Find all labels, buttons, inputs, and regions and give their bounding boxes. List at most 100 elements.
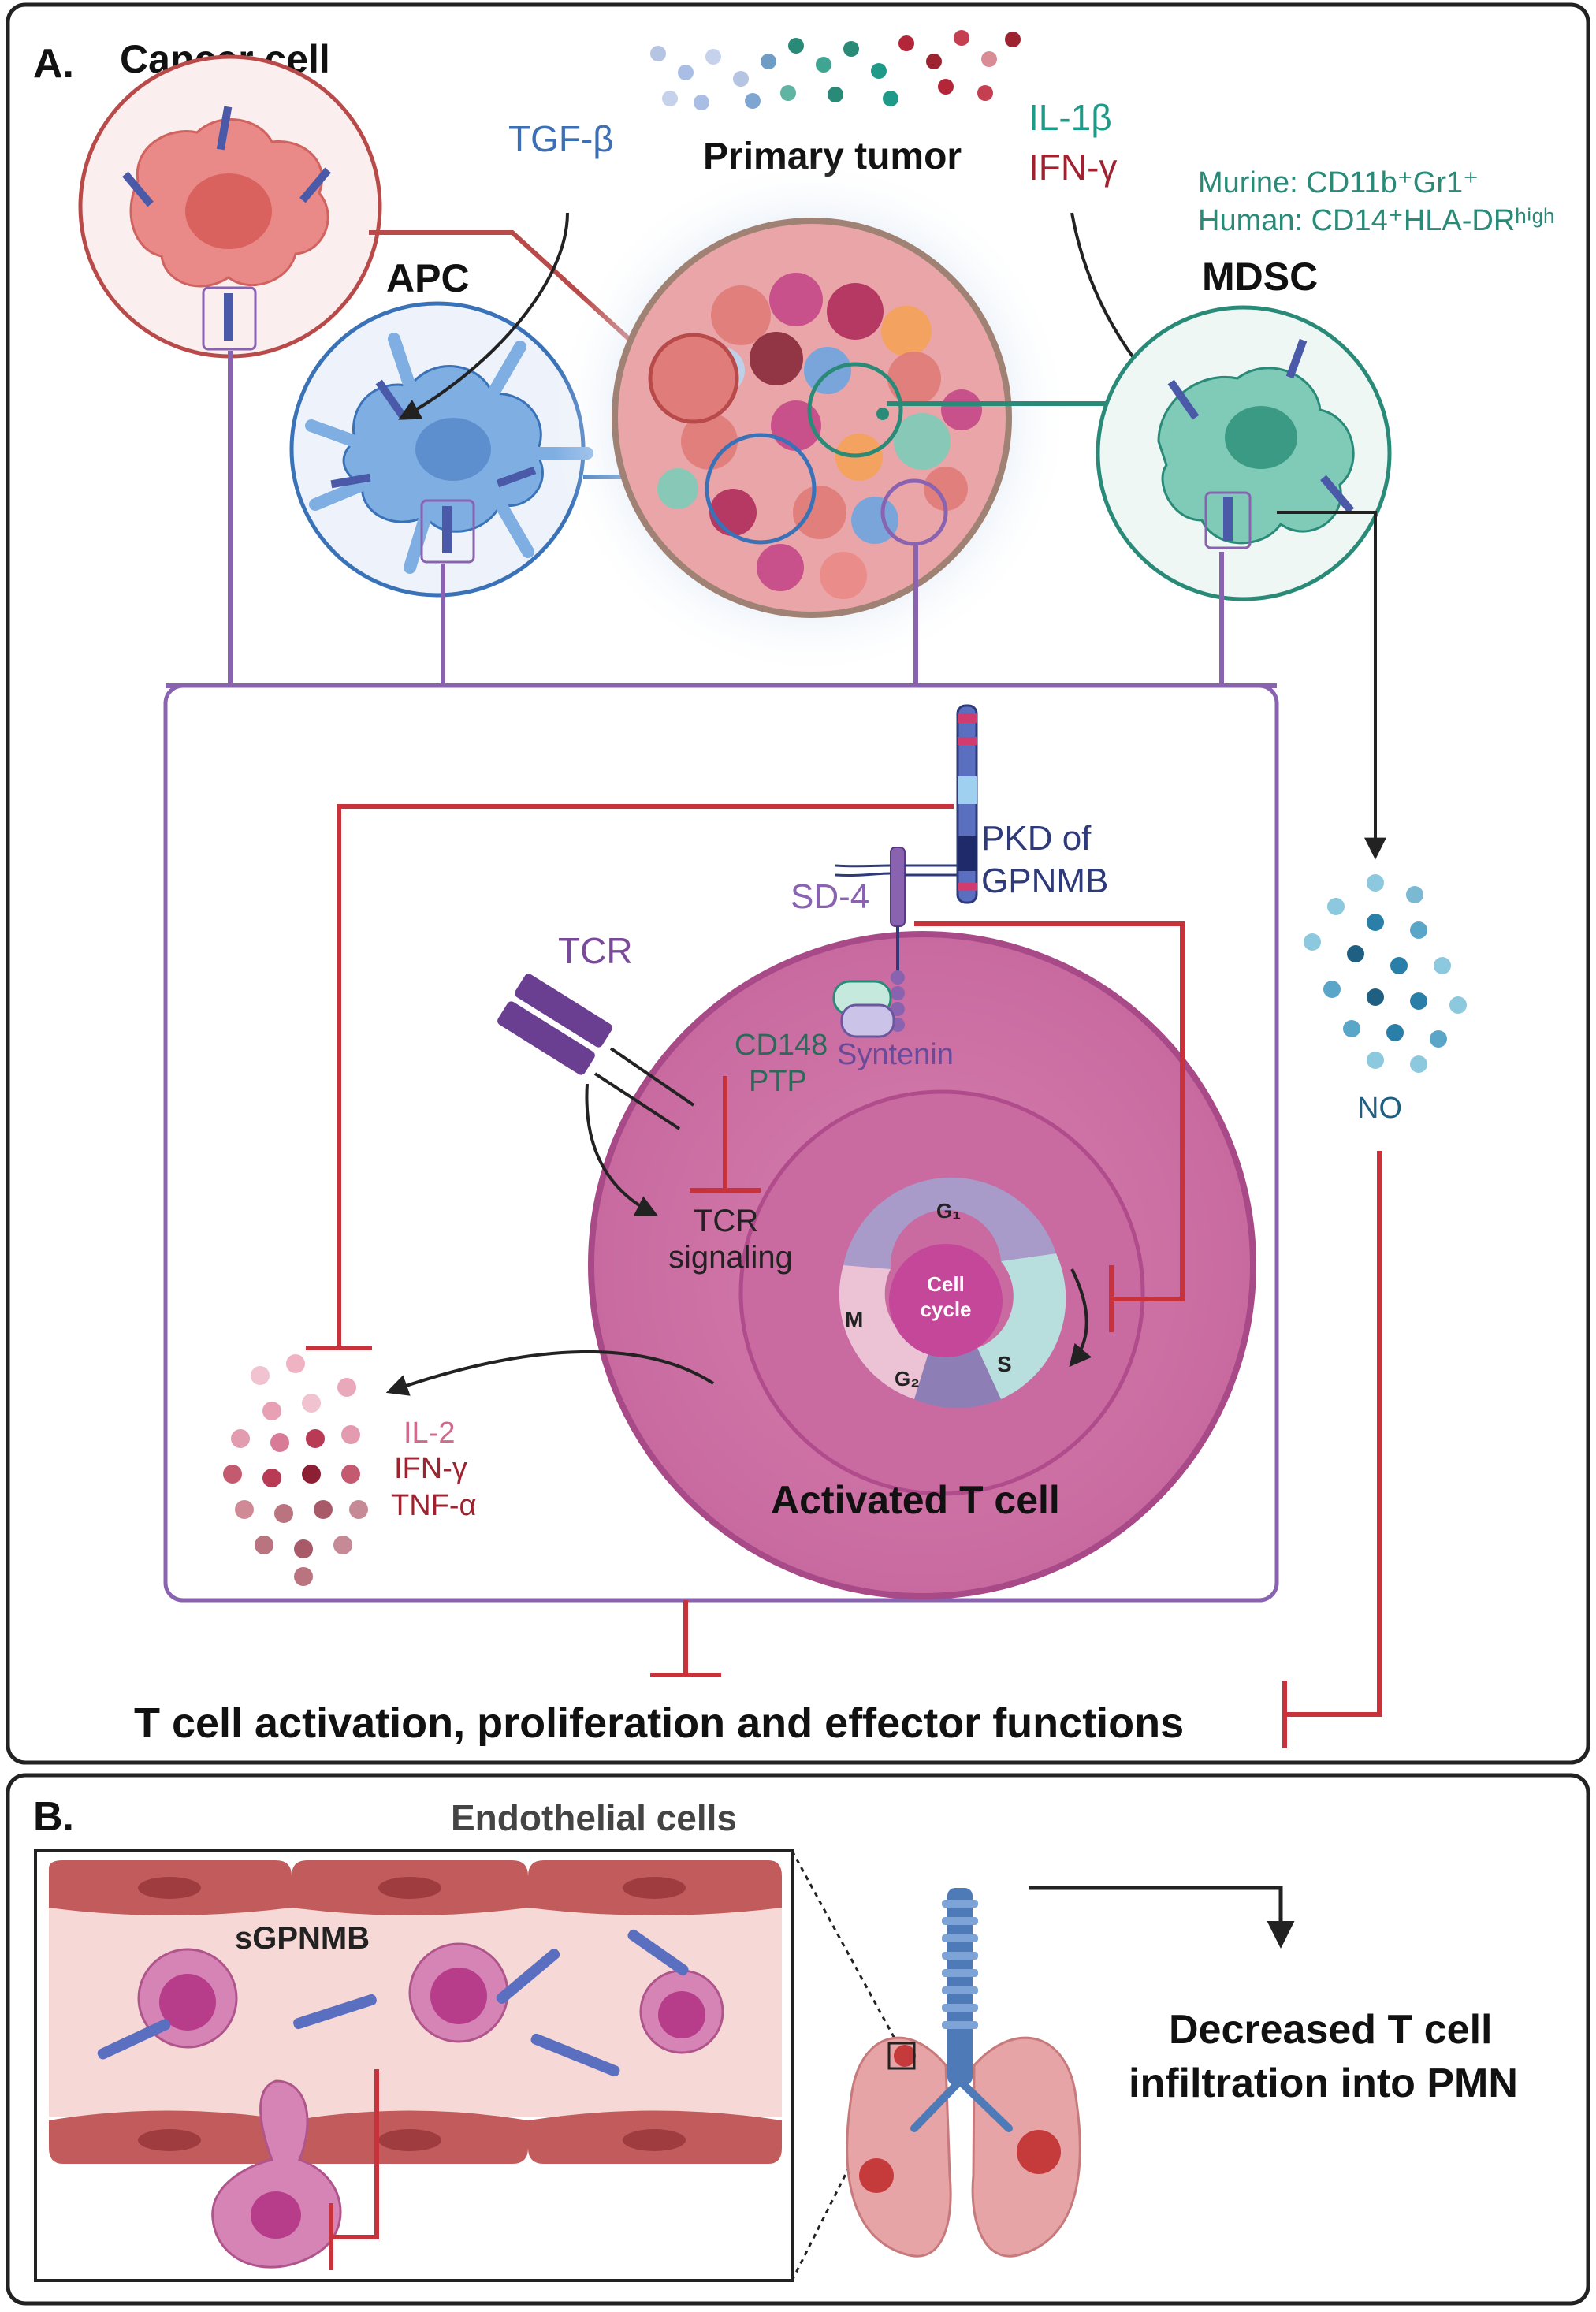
cytokine-release-arrow	[385, 1350, 715, 1396]
dot	[788, 38, 804, 54]
tcr-label: TCR	[558, 930, 633, 971]
dot	[262, 1469, 281, 1487]
ifng-low-label: IFN-γ	[394, 1452, 467, 1485]
dot	[251, 1366, 270, 1385]
soluble-gpnmb-fragments	[97, 1929, 689, 2077]
dot	[745, 93, 761, 109]
primary-tumor-icon	[552, 158, 1072, 678]
activated-t-cell-title: Activated T cell	[771, 1478, 1060, 1522]
dot	[333, 1536, 352, 1554]
dot	[981, 51, 997, 67]
dot	[883, 91, 898, 106]
lungs-icon	[846, 1888, 1081, 2258]
dot	[235, 1500, 254, 1519]
tgf-beta-arrow	[398, 212, 569, 420]
syntenin-label: Syntenin	[837, 1038, 954, 1071]
ifng-top-label: IFN-γ	[1029, 147, 1117, 188]
dot	[1434, 957, 1451, 974]
dot	[1327, 898, 1345, 915]
dot	[705, 49, 721, 65]
t-cell-cytokine-dots	[223, 1354, 368, 1586]
tumor-cell	[894, 413, 951, 470]
dot	[938, 79, 954, 95]
tumor-cell	[793, 486, 846, 539]
tumor-cell	[941, 389, 982, 430]
cd148-label-line1: CD148	[735, 1029, 828, 1062]
pkd-gpnmb-line1: PKD of	[981, 819, 1092, 858]
dot	[1367, 874, 1384, 892]
dot	[694, 95, 709, 110]
tumor-cell	[804, 347, 851, 394]
endothelial-title: Endothelial cells	[451, 1797, 737, 1838]
t-cells-in-lumen	[137, 1942, 724, 2054]
dot	[274, 1504, 293, 1523]
cell-cycle-arrow	[1069, 1268, 1092, 1368]
tumor-cell	[769, 273, 823, 326]
bottom-outcome-text: T cell activation, proliferation and eff…	[134, 1700, 1184, 1747]
tumor-cell	[887, 352, 941, 405]
dot	[816, 57, 831, 73]
dot	[314, 1500, 333, 1519]
dot	[871, 63, 887, 79]
tumor-cell	[681, 413, 738, 470]
secreted-cytokine-dots	[650, 30, 1021, 110]
panel-a: A. Cancer cell APC	[6, 2, 1590, 1765]
sd4-receptor-icon	[835, 847, 958, 1032]
lungs-outcome-arrow	[1029, 1886, 1295, 1949]
dot	[662, 91, 678, 106]
dot	[1406, 886, 1423, 903]
dot	[262, 1402, 281, 1420]
dot	[1367, 914, 1384, 931]
activated-t-cell-icon	[588, 931, 1256, 1599]
cycle-g2-label: G₂	[895, 1367, 920, 1391]
decreased-infiltration-line2: infiltration into PMN	[1129, 2061, 1518, 2106]
mdsc-icon	[1096, 305, 1392, 601]
tumor-cell	[657, 468, 698, 509]
tcr-signaling-line1: TCR	[694, 1204, 758, 1238]
tnfa-label: TNF-α	[391, 1489, 477, 1522]
tumor-cell	[881, 306, 932, 356]
dot	[223, 1465, 242, 1484]
inhibition-lines	[306, 804, 1382, 1748]
extravasation-inhibition	[329, 2069, 379, 2270]
tcr-signaling-line2: signaling	[668, 1240, 793, 1275]
apc-title: APC	[386, 256, 470, 300]
dot	[828, 87, 843, 102]
tumor-cell	[827, 283, 884, 340]
dot	[255, 1536, 273, 1554]
dot	[1323, 981, 1341, 998]
dot	[1449, 996, 1467, 1014]
dot	[650, 46, 666, 61]
tumor-cell	[851, 497, 898, 544]
dot	[1390, 957, 1408, 974]
il1b-label: IL-1β	[1029, 97, 1112, 138]
dot	[898, 35, 914, 51]
cancer-cell-icon	[78, 54, 382, 359]
no-label: NO	[1357, 1092, 1402, 1125]
cd148-label-line2: PTP	[749, 1065, 807, 1098]
tumor-cell	[757, 544, 804, 591]
dot	[1347, 945, 1364, 962]
dot	[843, 41, 859, 57]
dot	[761, 54, 776, 69]
dot	[294, 1539, 313, 1558]
dot	[270, 1433, 289, 1452]
murine-marker: Murine: CD11b⁺Gr1⁺	[1198, 166, 1479, 199]
dot	[302, 1465, 321, 1484]
sd4-label: SD-4	[791, 877, 869, 916]
endothelial-cells-bottom	[49, 2110, 782, 2164]
decreased-infiltration-line1: Decreased T cell	[1169, 2007, 1492, 2053]
cell-cycle-center-line1: Cell	[927, 1272, 965, 1296]
dot	[306, 1429, 325, 1448]
dot	[302, 1394, 321, 1413]
dot	[926, 54, 942, 69]
dot	[1367, 1052, 1384, 1069]
dot	[1386, 1024, 1404, 1041]
dot	[678, 65, 694, 80]
extravasating-t-cell	[211, 2079, 342, 2269]
tumor-cell	[924, 467, 968, 511]
cycle-m-label: M	[845, 1307, 863, 1331]
dot	[349, 1500, 368, 1519]
dot	[294, 1567, 313, 1586]
nitric-oxide-dots	[1304, 874, 1467, 1073]
